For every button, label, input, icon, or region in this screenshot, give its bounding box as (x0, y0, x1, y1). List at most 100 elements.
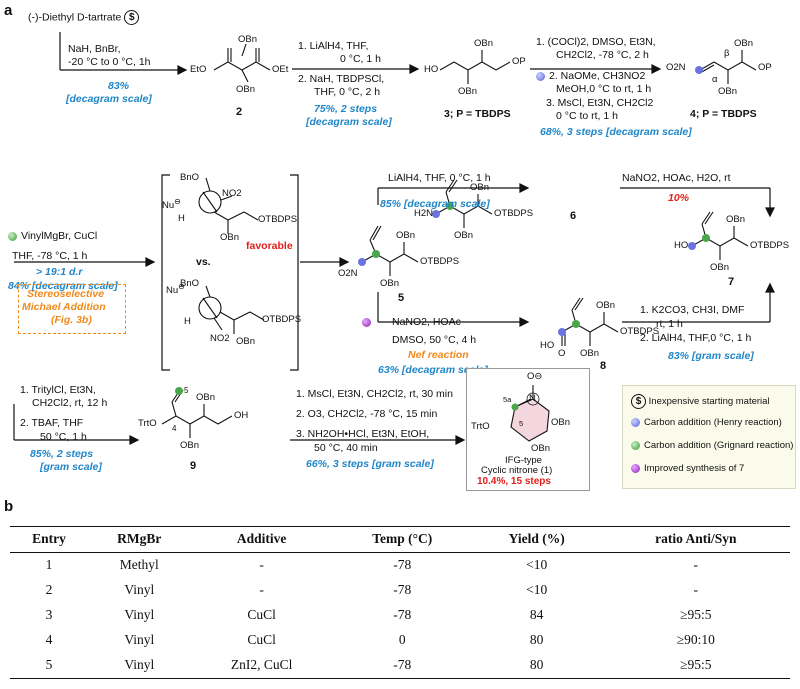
step4-line1-row: VinylMgBr, CuCl (8, 230, 97, 243)
cell-temp: 0 (398, 632, 406, 647)
michael-line3: (Fig. 3b) (51, 314, 92, 326)
step7-line1: NaNO2, HOAc (392, 316, 461, 328)
nitrone-c5: 5 (519, 419, 524, 428)
step2-line3: 2. NaH, TBDPSCl, (298, 73, 385, 85)
purple-smiley-icon (362, 317, 371, 327)
step10-yield: 66%, 3 steps [gram scale] (306, 458, 434, 470)
ts2-otbdps: OTBDPS (262, 314, 302, 325)
step3-line5: 3. MsCl, Et3N, CH2Cl2 (546, 97, 654, 109)
cmpd7-ho: HO (674, 240, 689, 251)
blue-dot-icon (536, 71, 545, 81)
coin-dollar-icon: $ (124, 10, 140, 25)
header-additive: Additive (190, 526, 333, 553)
cmpd7-obn2: OBn (710, 262, 730, 273)
legend-item-grignard: Carbon addition (Grignard reaction) (631, 440, 793, 451)
cmpd5-obn1: OBn (396, 230, 416, 241)
compound-2-number: 2 (236, 106, 243, 118)
cell-temp: -78 (393, 557, 412, 572)
legend-item-inexpensive: $ Inexpensive starting material (631, 394, 770, 409)
nef-reaction-label: Nef reaction (408, 349, 469, 361)
cmpd6-h2n: H2N (414, 208, 434, 219)
step9-line4: 50 °C, 1 h (40, 431, 87, 443)
starting-material-label: (-)-Diethyl D-tartrate $ (28, 10, 140, 25)
cell-temp: -78 (332, 653, 472, 679)
step1-yield: 83% (108, 80, 130, 92)
cell-rmgbr: Methyl (119, 557, 159, 572)
cell-rmgbr: Vinyl (88, 653, 191, 679)
ts1-otbdps: OTBDPS (258, 214, 298, 225)
step9-yield: 85%, 2 steps (30, 448, 94, 460)
green-dot-icon (8, 231, 17, 241)
step4-yield: 84% [decagram scale] (8, 280, 118, 292)
header-temp: Temp (°C) (332, 526, 472, 553)
ts2-no2: NO2 (210, 333, 230, 344)
step9-line3: 2. TBAF, THF (20, 417, 84, 429)
cell-additive: - (259, 582, 264, 597)
michael-line2: Michael Addition (22, 301, 106, 313)
favorable-label: favorable (246, 240, 293, 252)
cmpd9-tro: TrtO (138, 418, 157, 429)
step10-line2: 2. O3, CH2Cl2, -78 °C, 15 min (296, 408, 438, 420)
ts-bracket-right (290, 174, 299, 371)
step2-yield: 75%, 2 steps (314, 103, 378, 115)
cmpd8-otbdps: OTBDPS (620, 326, 660, 337)
table-row: 3 Vinyl CuCl -78 84 ≥95:5 (10, 603, 790, 628)
henry-marker-5 (358, 258, 366, 266)
step9-scale: [gram scale] (40, 461, 102, 473)
cell-yield: <10 (526, 557, 548, 572)
compound-3-skeleton (439, 50, 511, 84)
cmpd2-obn-bottom: OBn (236, 84, 256, 95)
ts-bracket-left (161, 174, 170, 371)
grignard-marker-7 (702, 234, 710, 242)
step2-line2: 0 °C, 1 h (340, 53, 381, 65)
cmpd5-otbdps: OTBDPS (420, 256, 460, 267)
michael-line1: Stereoselective (27, 288, 105, 300)
grignard-marker-5 (372, 250, 380, 258)
cell-entry: 5 (10, 653, 89, 679)
cell-rmgbr: Vinyl (124, 582, 155, 597)
compound-6-number: 6 (570, 210, 577, 222)
cmpd8-obn1: OBn (596, 300, 616, 311)
cmpd3-op: OP (512, 56, 526, 67)
cell-ratio: - (693, 582, 699, 597)
step9-line2: CH2Cl2, rt, 12 h (32, 397, 108, 409)
vs-label: vs. (196, 256, 211, 268)
legend-box: $ Inexpensive starting material Carbon a… (622, 385, 796, 489)
header-rmgbr: RMgBr (88, 526, 191, 553)
cmpd8-ho: HO (540, 340, 555, 351)
cell-additive: ZnI2, CuCl (190, 653, 333, 679)
compound-5-number: 5 (398, 292, 405, 304)
coin-dollar-icon: $ (631, 394, 646, 409)
newman-projection-disfavored (198, 285, 265, 334)
cell-yield: 80 (471, 653, 602, 679)
panel-b-label: b (4, 498, 14, 515)
conditions-table: Entry RMgBr Additive Temp (°C) Yield (%)… (10, 526, 790, 679)
step3-line2: CH2Cl2, -78 °C, 2 h (556, 49, 649, 61)
header-yield: Yield (%) (471, 526, 602, 553)
ts2-obn: OBn (236, 336, 256, 347)
cmpd2-oet: OEt (272, 64, 289, 75)
blue-dot-icon (631, 417, 640, 427)
step6-yield: 10% (668, 192, 690, 204)
step9-line1: 1. TritylCl, Et3N, (20, 384, 96, 396)
cmpd4-obn1: OBn (734, 38, 754, 49)
step3-line1: 1. (COCl)2, DMSO, Et3N, (536, 36, 656, 48)
step1-line1: NaH, BnBr, (68, 43, 121, 55)
cell-ratio: ≥95:5 (680, 607, 712, 622)
ts1-h: H (178, 213, 185, 224)
step1-line2: -20 °C to 0 °C, 1h (68, 56, 151, 68)
compound-4-label: 4; P = TBDPS (690, 108, 757, 120)
cell-temp: -78 (393, 607, 412, 622)
product-yield: 10.4%, 15 steps (477, 476, 551, 487)
purple-smiley-row (362, 316, 375, 329)
product-line1: IFG-type (505, 455, 542, 466)
ts1-nu: Nu⊖ (162, 197, 181, 212)
step10-line1: 1. MsCl, Et3N, CH2Cl2, rt, 30 min (296, 388, 453, 400)
cmpd3-obn1: OBn (474, 38, 494, 49)
cell-entry: 4 (45, 632, 53, 647)
cell-entry: 2 (45, 582, 53, 597)
step5-yield: 85% [decagram scale] (380, 198, 490, 210)
cmpd9-c4: 4 (172, 424, 177, 433)
step6-line1: NaNO2, HOAc, H2O, rt (622, 172, 731, 184)
nitrone-n: N (529, 393, 536, 404)
